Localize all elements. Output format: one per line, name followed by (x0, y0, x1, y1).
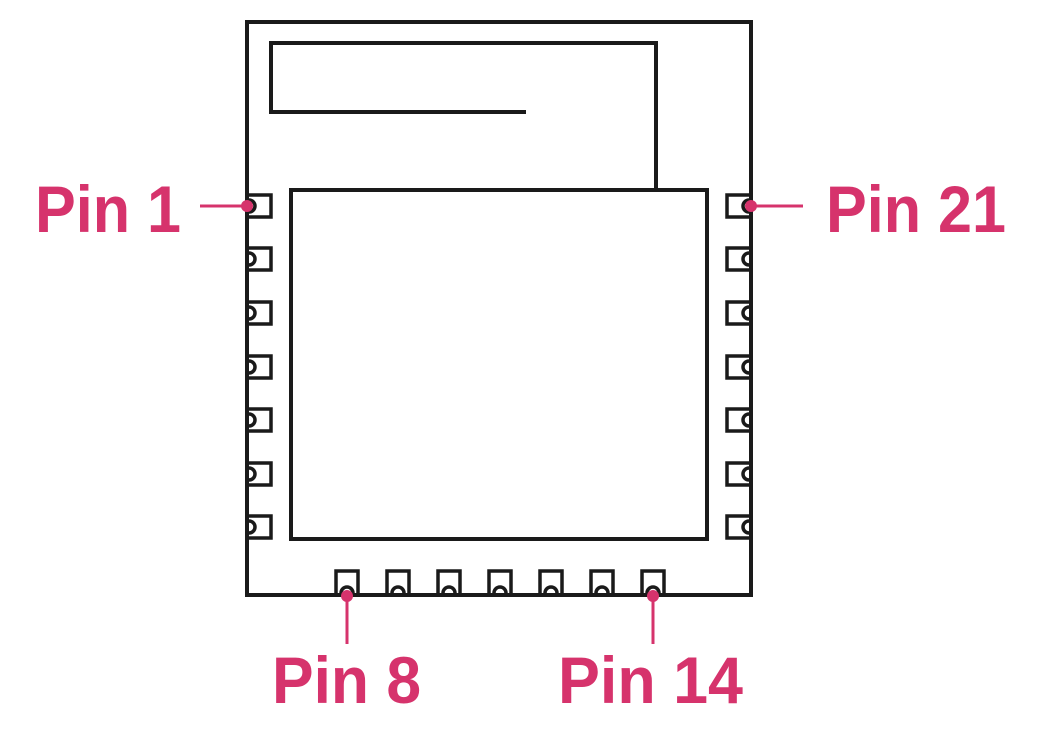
pad-left-6 (248, 461, 273, 487)
pin8-label: Pin 8 (272, 643, 421, 717)
pad-right-15 (725, 514, 750, 540)
pad-right-17 (725, 407, 750, 433)
pad-left-1 (248, 193, 273, 219)
pin21-label: Pin 21 (826, 172, 1006, 246)
pad-bottom-13 (589, 569, 615, 594)
pad-bottom-9 (385, 569, 411, 594)
pads-bottom (334, 569, 666, 594)
pin14-label: Pin 14 (558, 643, 743, 717)
pin14-marker (647, 590, 659, 602)
pad-right-18 (725, 354, 750, 380)
pad-right-16 (725, 461, 750, 487)
pin1-label: Pin 1 (35, 172, 181, 246)
pad-bottom-11 (487, 569, 513, 594)
pads-right (725, 193, 750, 540)
pad-bottom-8 (334, 569, 360, 594)
pad-bottom-12 (538, 569, 564, 594)
shield-can (289, 188, 709, 541)
pad-left-7 (248, 514, 273, 540)
pin8-marker (341, 590, 353, 602)
pad-bottom-14 (640, 569, 666, 594)
pad-left-4 (248, 354, 273, 380)
pad-bottom-10 (436, 569, 462, 594)
pin1-marker (241, 200, 253, 212)
pin21-marker (745, 200, 757, 212)
pad-right-20 (725, 246, 750, 272)
pads-left (248, 193, 273, 540)
pad-left-5 (248, 407, 273, 433)
antenna-trace (269, 41, 658, 190)
pad-left-2 (248, 246, 273, 272)
pad-left-3 (248, 300, 273, 326)
pad-right-19 (725, 300, 750, 326)
module-body (245, 20, 753, 597)
pad-right-21 (725, 193, 750, 219)
